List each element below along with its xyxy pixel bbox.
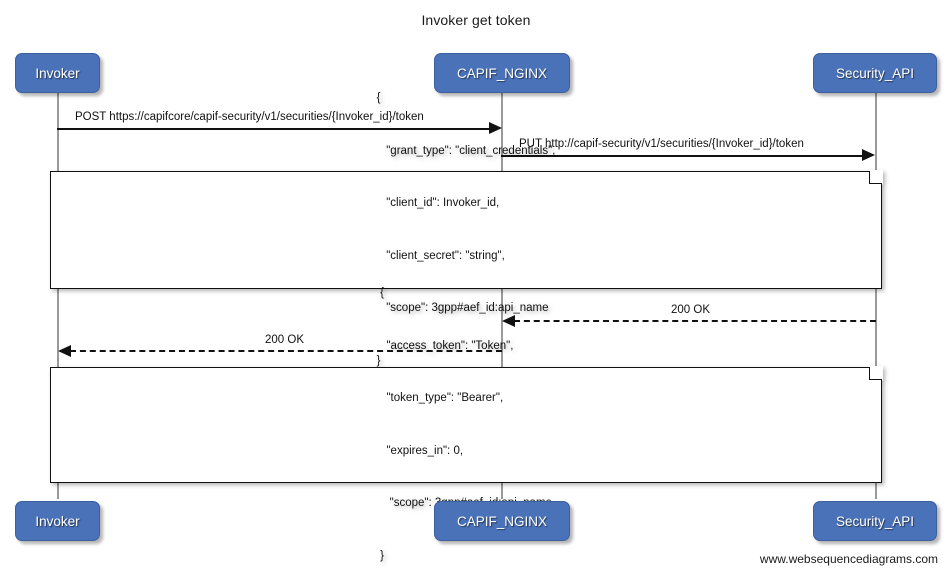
lifeline-security-api [875,93,877,499]
message-line-msg2 [501,155,865,157]
note-request-lines: { "grant_type": "client_credentials", "c… [377,55,556,405]
page-title: Invoker get token [421,12,531,28]
participant-security-api-top[interactable]: Security_API [813,53,937,93]
note-line: "scope": 3gpp#aef_id:api_name [376,302,549,314]
note-line: { [380,287,384,299]
note-line: "access_token": "Token", [380,339,514,352]
participant-label: Invoker [35,513,80,529]
note-response-body: { "access_token": "Token", "token_type":… [51,287,881,562]
arrow-head-msg4 [58,345,71,357]
participant-invoker-bottom[interactable]: Invoker [15,501,100,541]
note-line: } [376,354,381,367]
note-line: "client_secret": "string", [376,249,505,262]
message-label-msg4: 200 OK [262,334,307,346]
participant-label: CAPIF_NGINX [456,65,548,81]
note-line: "token_type": "Bearer", [380,392,504,404]
arrow-head-msg3 [502,315,515,327]
note-response: { "access_token": "Token", "token_type":… [50,287,883,562]
participant-security-api-bottom[interactable]: Security_API [813,501,937,541]
note-line: "expires_in": 0, [380,444,464,457]
participant-label: CAPIF_NGINX [456,513,548,529]
watermark: www.websequencediagrams.com [759,552,938,566]
note-fold-icon [869,367,882,380]
lifeline-invoker [57,93,59,499]
participant-label: Security_API [835,65,915,81]
note-line: "grant_type": "client_credentials", [376,144,556,157]
note-line: "client_id": Invoker_id, [376,197,500,209]
note-line: { [376,92,381,104]
message-line-msg4 [70,350,502,352]
message-label-msg2: PUT http://capif-security/v1/securities/… [516,138,807,150]
message-label-msg3: 200 OK [668,304,713,316]
participant-invoker-top[interactable]: Invoker [15,53,100,93]
participant-capif-nginx-top[interactable]: CAPIF_NGINX [434,53,570,93]
participant-label: Security_API [835,513,915,529]
message-line-msg3 [514,320,876,322]
participant-capif-nginx-bottom[interactable]: CAPIF_NGINX [434,501,570,541]
participant-label: Invoker [35,65,80,81]
note-fold-icon [869,171,882,184]
lifeline-capif-nginx [501,93,503,499]
message-line-msg1 [57,128,494,130]
message-label-msg1: POST https://capifcore/capif-security/v1… [72,111,427,123]
note-line: } [380,549,384,562]
note-request: { "grant_type": "client_credentials", "c… [50,92,883,367]
arrow-head-msg2 [862,149,875,161]
arrow-head-msg1 [489,122,502,134]
note-request-body: { "grant_type": "client_credentials", "c… [51,92,881,367]
